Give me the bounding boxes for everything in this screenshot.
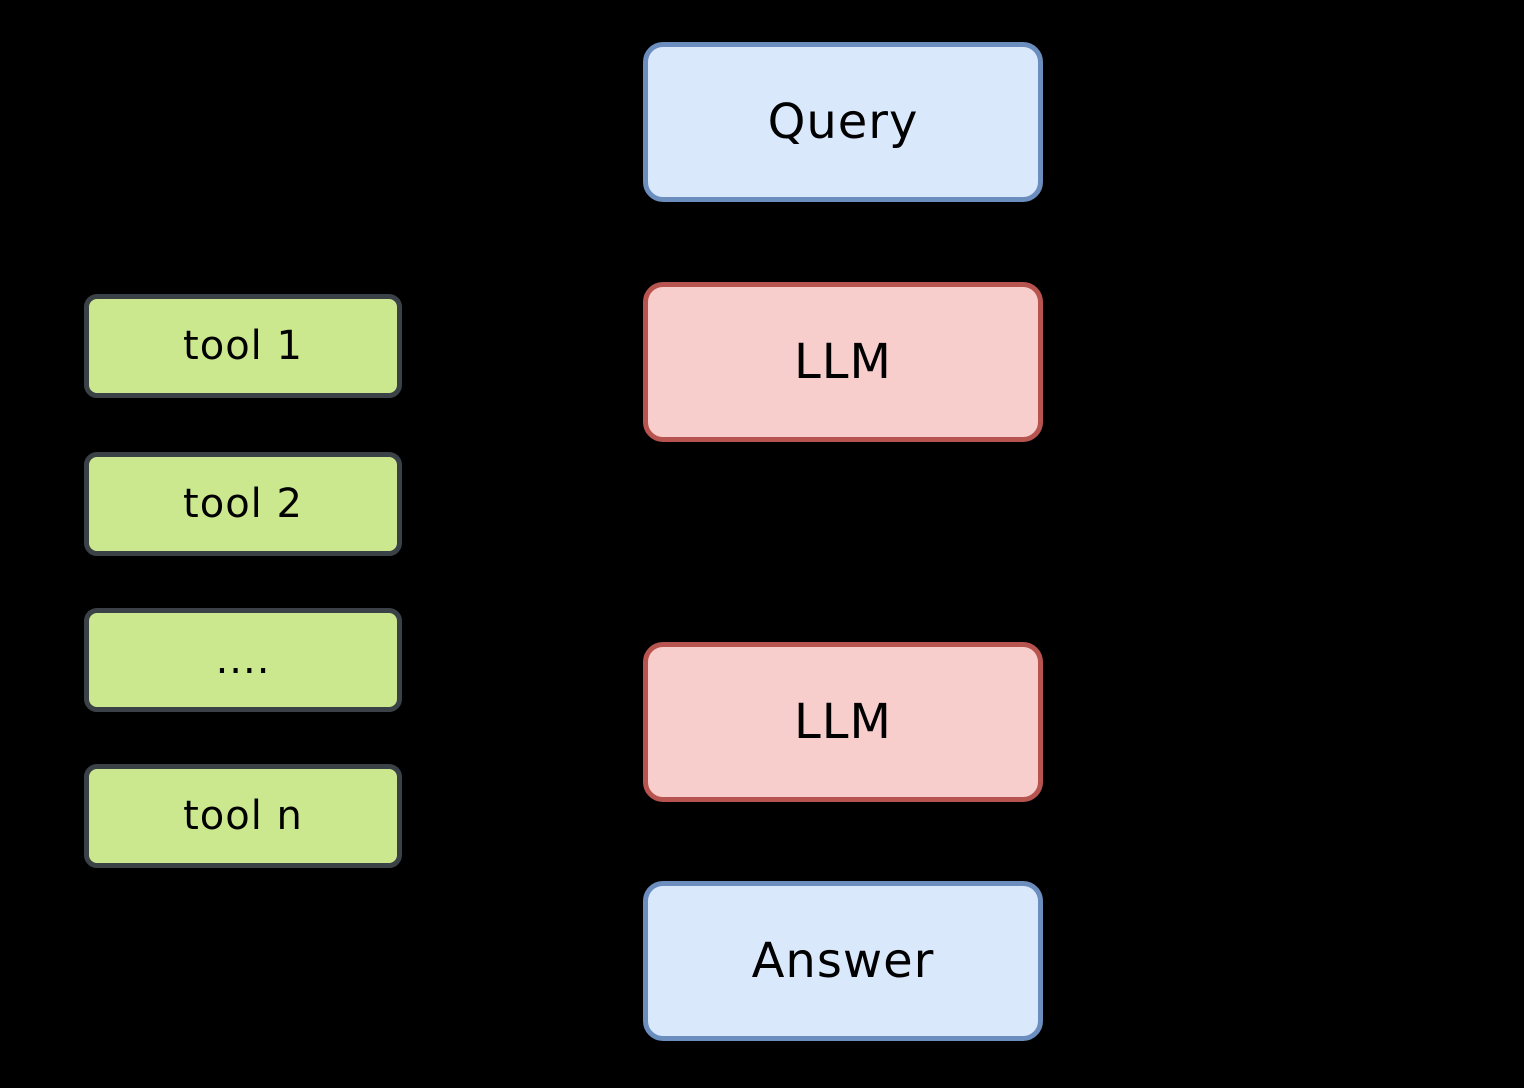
- answer-node-label: Answer: [751, 933, 935, 989]
- tool-ellipsis-box: ....: [84, 608, 402, 712]
- tool-n-box: tool n: [84, 764, 402, 868]
- tool-2-box: tool 2: [84, 452, 402, 556]
- tool-1-box: tool 1: [84, 294, 402, 398]
- tool-2-label: tool 2: [183, 481, 303, 527]
- tool-n-label: tool n: [183, 793, 303, 839]
- llm-node-2: LLM: [643, 642, 1043, 802]
- llm-node-2-label: LLM: [794, 694, 892, 750]
- llm-node-1-label: LLM: [794, 334, 892, 390]
- tool-1-label: tool 1: [183, 323, 303, 369]
- tool-ellipsis-label: ....: [215, 637, 271, 683]
- query-node-label: Query: [767, 94, 919, 150]
- answer-node: Answer: [643, 881, 1043, 1041]
- query-node: Query: [643, 42, 1043, 202]
- llm-node-1: LLM: [643, 282, 1043, 442]
